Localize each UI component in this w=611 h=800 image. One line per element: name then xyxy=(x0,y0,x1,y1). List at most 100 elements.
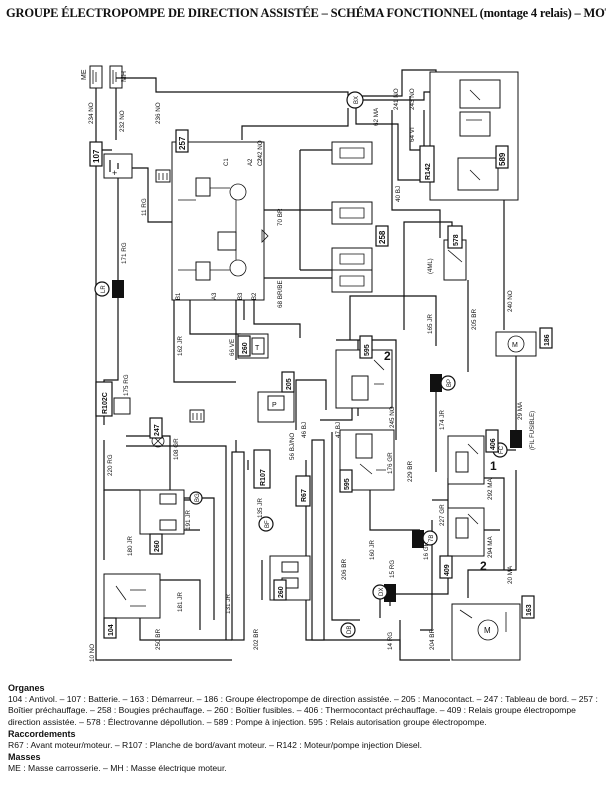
battery-107-label: 107 xyxy=(92,149,101,163)
wire-160: 160 JR xyxy=(369,540,376,560)
connector-r142-label: R142 xyxy=(425,163,432,180)
connector-bx: BX xyxy=(346,91,364,109)
starter-163: M 163 xyxy=(451,595,535,661)
ground-mh-label: MH xyxy=(121,71,128,82)
preheat-box-257-label: 257 xyxy=(178,136,187,150)
wire-162: 162 JR xyxy=(177,336,184,356)
wire-labels: 234 NO 232 NO 236 NO 171 RG 11 RG 242 NO… xyxy=(88,88,524,662)
wire-204: 204 BR xyxy=(429,629,436,650)
wire-62: 62 MA xyxy=(373,107,380,126)
wire-202: 202 BR xyxy=(253,629,260,650)
connector-bx-label: BX xyxy=(354,96,360,104)
wire-232: 232 NO xyxy=(119,110,126,132)
fuse-box-260-bottom-label: 260 xyxy=(278,586,285,598)
wire-68: 68 BR/BE xyxy=(277,280,284,308)
page-title: GROUPE ÉLECTROPOMPE DE DIRECTION ASSISTÉ… xyxy=(6,6,606,20)
wire-10: 10 NO xyxy=(89,644,96,662)
svg-text:+: + xyxy=(112,168,117,178)
fuse-box-260-label: 260 xyxy=(242,342,249,354)
legend-organes-text: 104 : Antivol. – 107 : Batterie. – 163 :… xyxy=(8,694,598,727)
wire-46: 46 BJ xyxy=(301,422,308,438)
wire-181: 181 JR xyxy=(177,592,184,612)
connector-7b-label: 7B xyxy=(429,535,435,542)
wire-229: 229 BR xyxy=(407,461,414,482)
connector-r102c-label: R102C xyxy=(102,392,109,414)
wire-lines xyxy=(95,69,517,661)
ground-me-label: ME xyxy=(81,69,88,80)
connector-dx: DX xyxy=(372,584,396,602)
injection-pump-589: 589 R142 xyxy=(419,71,519,201)
wire-174: 174 JR xyxy=(439,410,446,430)
wire-191: 191 JR xyxy=(185,510,192,530)
wire-240: 240 NO xyxy=(507,290,514,312)
wire-66: 66 VE xyxy=(229,339,236,356)
wire-70: 70 BR xyxy=(277,208,284,226)
wire-135: 135 JR xyxy=(257,498,264,518)
ignition-104: 104 xyxy=(103,573,161,639)
connector-fc-label: FC xyxy=(499,445,505,454)
wire-220: 220 RG xyxy=(107,454,114,476)
pump-motor-186: M 186 xyxy=(495,327,553,357)
thermocontact-406-label: 406 xyxy=(490,438,497,450)
relay-595-upper-label: 595 xyxy=(364,344,371,356)
valve-578: 578 (4ML) xyxy=(428,225,467,281)
fuse-box-260-lower-label: 260 xyxy=(154,540,161,552)
connector-bp: BP xyxy=(430,374,456,392)
battery-107: + 107 xyxy=(89,141,133,179)
ground-mh: MH xyxy=(109,65,128,89)
pump-motor-186-label: 186 xyxy=(544,334,551,346)
legend-masses-text: ME : Masse carrosserie. – MH : Masse éle… xyxy=(8,763,227,774)
label-a3: A3 xyxy=(212,292,218,300)
wire-40: 40 BJ xyxy=(395,186,402,202)
connector-7b: 7B xyxy=(412,530,438,548)
glow-plugs-258: 258 xyxy=(331,141,389,293)
valve-578-label: 578 xyxy=(453,234,460,246)
pressure-switch-205-label: 205 xyxy=(286,378,293,390)
wire-180: 180 JR xyxy=(127,536,134,556)
ground-me: ME xyxy=(81,65,103,89)
wire-14: 14 RG xyxy=(387,632,394,650)
label-c2: C2 xyxy=(258,158,264,166)
dashboard-247-label: 247 xyxy=(154,424,161,436)
wire-175: 175 RG xyxy=(123,374,130,396)
starter-163-label: 163 xyxy=(526,604,533,616)
relay-number-one: 1 xyxy=(490,459,497,473)
wire-20: 20 MA xyxy=(507,565,514,584)
wire-206: 206 BR xyxy=(341,559,348,580)
wire-108: 108 GR xyxy=(173,438,180,460)
wire-16: 16 GR xyxy=(423,541,430,560)
wire-234: 234 NO xyxy=(88,102,95,124)
glow-plugs-258-label: 258 xyxy=(378,230,387,244)
connector-r67-label: R67 xyxy=(301,489,308,502)
label-b3: B3 xyxy=(238,292,244,300)
connector-lr: LR xyxy=(94,280,124,298)
wire-250: 250 BR xyxy=(155,629,162,650)
wire-205: 205 BR xyxy=(471,309,478,330)
label-fil-fusible: (FIL FUSIBLE) xyxy=(530,411,536,450)
connector-r102c: R102C xyxy=(95,381,131,417)
legend: Organes 104 : Antivol. – 107 : Batterie.… xyxy=(8,682,606,775)
label-a2: A2 xyxy=(248,158,254,166)
legend-raccordements-heading: Raccordements xyxy=(8,728,76,739)
connector-r107-label: R107 xyxy=(260,469,267,486)
wire-241: 241 NO xyxy=(393,88,400,110)
label-b2: B2 xyxy=(252,292,258,300)
relay-number-two: 2 xyxy=(384,349,391,363)
connector-lr-label: LR xyxy=(101,285,107,293)
relay-595-lower: 595 xyxy=(339,429,395,493)
connector-db-label: DB xyxy=(347,626,353,634)
connector-dx-label: DX xyxy=(379,588,385,596)
preheat-box-257: 257 C1 A2 C2 B1 B3 B2 A3 xyxy=(171,129,269,301)
fuse-box-260-bottom: 260 xyxy=(269,555,311,601)
label-p: P xyxy=(272,402,277,409)
wire-292: 292 MA xyxy=(487,477,494,500)
connector-bf-label: BF xyxy=(265,520,271,528)
relay-409-label: 409 xyxy=(444,564,451,576)
relay-409: 409 2 xyxy=(439,507,487,579)
wire-236: 236 NO xyxy=(155,102,162,124)
dashboard-247: 247 xyxy=(149,409,205,448)
wire-245: 245 NO xyxy=(389,406,396,428)
wiring-diagram: ME MH xyxy=(81,65,553,662)
wire-294: 294 MA xyxy=(487,535,494,558)
preheat-indicator xyxy=(155,169,171,183)
